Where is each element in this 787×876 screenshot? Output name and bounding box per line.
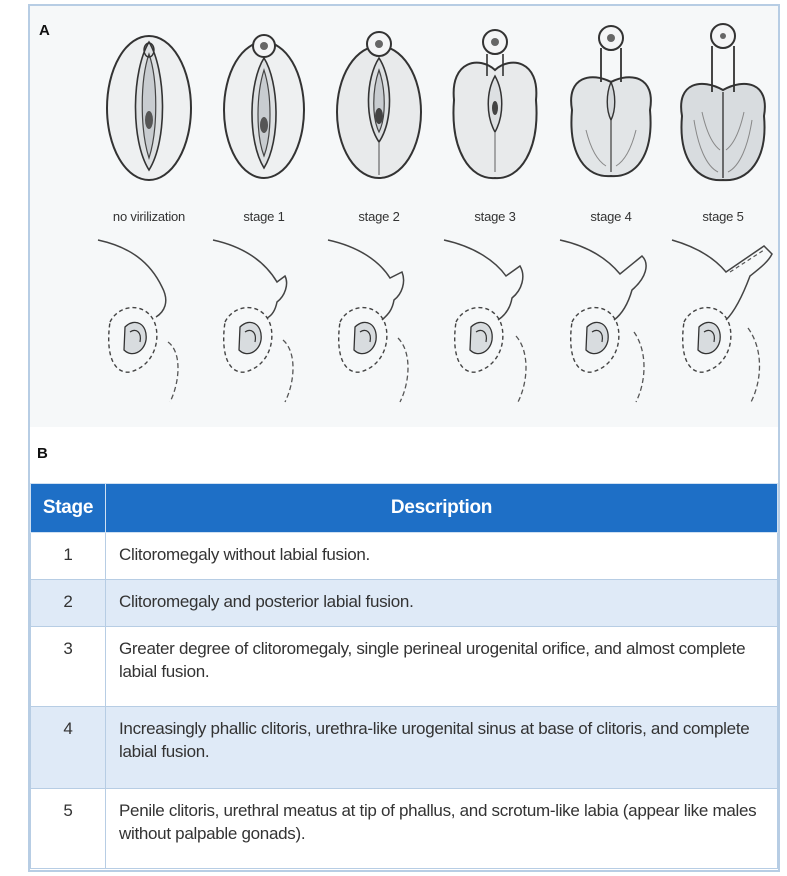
external-genitalia-drawing bbox=[209, 20, 319, 190]
stage-illustration-1: stage 1 bbox=[205, 20, 323, 420]
stage-number: 4 bbox=[31, 707, 106, 789]
sagittal-section-drawing bbox=[436, 232, 554, 412]
sagittal-section-drawing bbox=[90, 232, 208, 412]
stage-number: 1 bbox=[31, 533, 106, 580]
stage-label: stage 3 bbox=[436, 209, 554, 224]
stage-label: stage 4 bbox=[552, 209, 670, 224]
panel-b-letter: B bbox=[37, 445, 48, 462]
table-row: 1 Clitoromegaly without labial fusion. bbox=[31, 533, 778, 580]
external-genitalia-drawing bbox=[94, 20, 204, 190]
table-row: 2 Clitoromegaly and posterior labial fus… bbox=[31, 580, 778, 627]
stage-label: stage 1 bbox=[205, 209, 323, 224]
stage-label: stage 5 bbox=[664, 209, 782, 224]
stage-description: Greater degree of clitoromegaly, single … bbox=[106, 627, 778, 707]
sagittal-section-drawing bbox=[664, 232, 782, 412]
table-row: 3 Greater degree of clitoromegaly, singl… bbox=[31, 627, 778, 707]
table-header-row: Stage Description bbox=[31, 484, 778, 533]
external-genitalia-drawing bbox=[324, 20, 434, 190]
panel-a-letter: A bbox=[39, 22, 50, 39]
stage-description: Increasingly phallic clitoris, urethra-l… bbox=[106, 707, 778, 789]
stage-illustration-2: stage 2 bbox=[320, 20, 438, 420]
table-row: 4 Increasingly phallic clitoris, urethra… bbox=[31, 707, 778, 789]
stage-number: 5 bbox=[31, 789, 106, 869]
stage-illustration-4: stage 4 bbox=[552, 20, 670, 420]
sagittal-section-drawing bbox=[320, 232, 438, 412]
column-header-stage: Stage bbox=[31, 484, 106, 533]
sagittal-section-drawing bbox=[205, 232, 323, 412]
stage-illustration-0: no virilization bbox=[90, 20, 208, 420]
figure-panel: A no virilization bbox=[28, 4, 780, 872]
stage-description: Penile clitoris, urethral meatus at tip … bbox=[106, 789, 778, 869]
stage-description: Clitoromegaly without labial fusion. bbox=[106, 533, 778, 580]
stage-label: stage 2 bbox=[320, 209, 438, 224]
external-genitalia-drawing bbox=[668, 20, 778, 190]
external-genitalia-drawing bbox=[440, 20, 550, 190]
sagittal-section-drawing bbox=[552, 232, 670, 412]
stage-description-table: Stage Description 1 Clitoromegaly withou… bbox=[30, 483, 778, 869]
external-genitalia-drawing bbox=[556, 20, 666, 190]
stage-label: no virilization bbox=[90, 209, 208, 224]
panel-b: B bbox=[30, 427, 778, 483]
stage-number: 3 bbox=[31, 627, 106, 707]
panel-a: A no virilization bbox=[30, 6, 778, 429]
stage-number: 2 bbox=[31, 580, 106, 627]
stage-illustration-5: stage 5 bbox=[664, 20, 782, 420]
column-header-description: Description bbox=[106, 484, 778, 533]
table-row: 5 Penile clitoris, urethral meatus at ti… bbox=[31, 789, 778, 869]
stage-description: Clitoromegaly and posterior labial fusio… bbox=[106, 580, 778, 627]
stage-illustration-3: stage 3 bbox=[436, 20, 554, 420]
